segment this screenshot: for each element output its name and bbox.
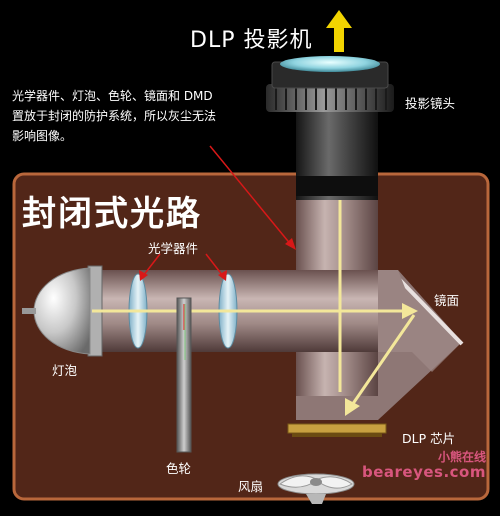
mirror-label: 镜面 [434,293,460,308]
lens-collar-dark [296,176,378,196]
sealed-light-path-title: 封闭式光路 [22,194,202,234]
optics-pointer-left [142,253,161,277]
lens-grip-ridges [275,86,387,110]
watermark: 小熊在线 beareyes.com [362,450,486,480]
fan-icon [277,473,355,504]
horizontal-beam-arrowhead [402,303,418,319]
reflected-beam-arrowhead [345,398,360,416]
optics-pointer-right [205,253,224,277]
optics-pointer-right-head [218,270,227,281]
sealed-system-note: 光学器件、灯泡、色轮、镜面和 DMD 置放于封闭的防护系统，所以灰尘无法影响图像… [12,89,217,143]
color-wheel-label: 色轮 [166,461,192,476]
reflected-beam [348,314,416,409]
mirror-surface [396,276,464,346]
diagram-title: DLP 投影机 [190,28,313,53]
projection-lens-label: 投影镜头 [405,96,456,111]
optics-pointer-left-head [139,270,148,281]
note-pointer-line [209,145,293,247]
dlp-chip [287,423,387,434]
dlp-chip-label: DLP 芯片 [402,431,456,446]
dlp-chip-base [292,433,382,437]
color-wheel [176,297,192,453]
fan-label: 风扇 [238,479,264,494]
watermark-cn: 小熊在线 [437,450,486,464]
watermark-en: beareyes.com [361,463,486,481]
optics-label: 光学器件 [148,241,199,256]
lamp-label: 灯泡 [52,363,78,378]
note-pointer-arrowhead [285,238,296,250]
lens-grip-ring [266,84,394,112]
lens-glass [280,56,380,72]
lamp-stem [22,308,36,314]
up-arrow-icon [326,10,352,52]
